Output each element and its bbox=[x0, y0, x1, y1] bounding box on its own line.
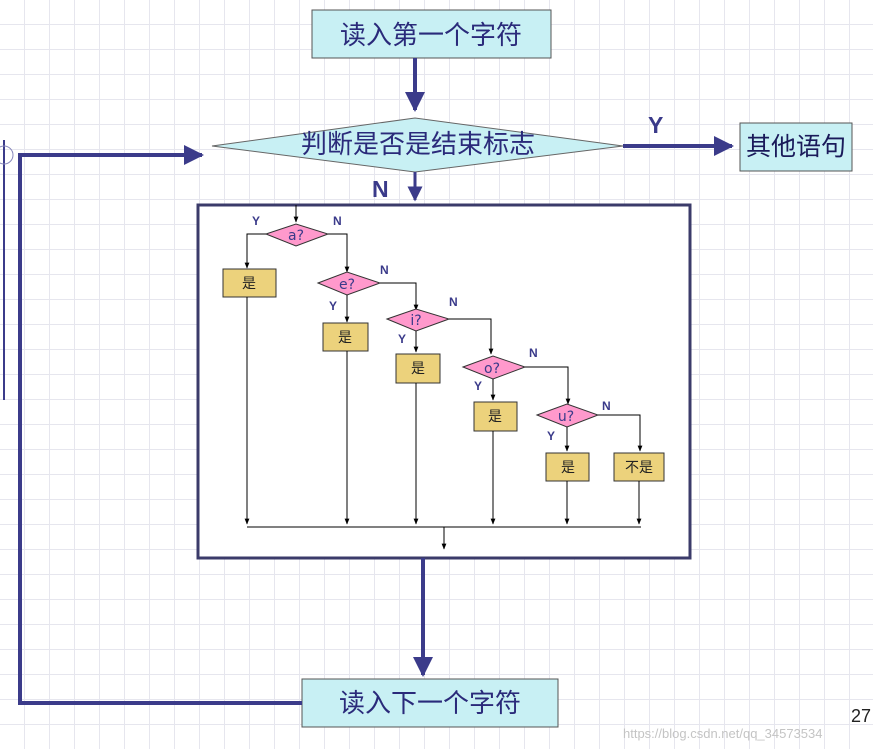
cond-e-label: e? bbox=[339, 277, 355, 293]
i-yes-label: Y bbox=[398, 332, 406, 346]
e-no-label: N bbox=[380, 263, 389, 277]
loop-back-arrow bbox=[18, 145, 302, 705]
o-yes-label: Y bbox=[474, 379, 482, 393]
i-no-label: N bbox=[449, 295, 458, 309]
watermark: https://blog.csdn.net/qq_34573534 bbox=[623, 726, 823, 741]
e-yes-label: Y bbox=[329, 299, 337, 313]
cond-o-label: o? bbox=[484, 361, 500, 377]
i-no-line bbox=[449, 318, 494, 355]
other-statement-box bbox=[739, 122, 853, 172]
cond-u-label: u? bbox=[558, 409, 574, 425]
read-next-label: 读入下一个字符 bbox=[339, 689, 521, 719]
main-no-label: N bbox=[372, 176, 389, 202]
not-vowel-box bbox=[613, 452, 665, 482]
o-no-line bbox=[525, 366, 571, 405]
i-yes-text: 是 bbox=[411, 361, 425, 377]
other-statement-label: 其他语句 bbox=[746, 132, 846, 161]
a-yes-text: 是 bbox=[242, 276, 256, 292]
u-yes-box bbox=[545, 452, 590, 482]
read-first-label: 读入第一个字符 bbox=[340, 21, 522, 51]
u-no-line bbox=[598, 414, 643, 452]
u-yes-text: 是 bbox=[561, 460, 575, 476]
e-yes-text: 是 bbox=[338, 330, 352, 346]
main-yes-label: Y bbox=[648, 112, 663, 138]
e-yes-box bbox=[322, 322, 369, 352]
o-no-label: N bbox=[529, 346, 538, 360]
page-number: 27 bbox=[851, 706, 871, 726]
read-first-box bbox=[311, 9, 552, 59]
vowel-check-frame bbox=[196, 203, 692, 560]
a-no-line bbox=[328, 233, 350, 273]
u-no-label: N bbox=[602, 399, 611, 413]
cond-i-label: i? bbox=[410, 313, 421, 329]
cond-a-label: a? bbox=[288, 228, 304, 244]
a-yes-box bbox=[222, 268, 277, 298]
a-yes-label: Y bbox=[252, 214, 260, 228]
e-no-line bbox=[380, 282, 419, 311]
i-yes-box bbox=[395, 353, 441, 384]
check-end-label: 判断是否是结束标志 bbox=[301, 130, 535, 160]
o-yes-text: 是 bbox=[488, 409, 502, 425]
a-no-label: N bbox=[333, 214, 342, 228]
not-vowel-text: 不是 bbox=[625, 460, 653, 476]
o-yes-box bbox=[473, 401, 518, 432]
left-edge-circle bbox=[0, 145, 14, 165]
u-yes-label: Y bbox=[547, 429, 555, 443]
read-next-box bbox=[301, 678, 559, 728]
a-yes-line bbox=[244, 233, 266, 269]
